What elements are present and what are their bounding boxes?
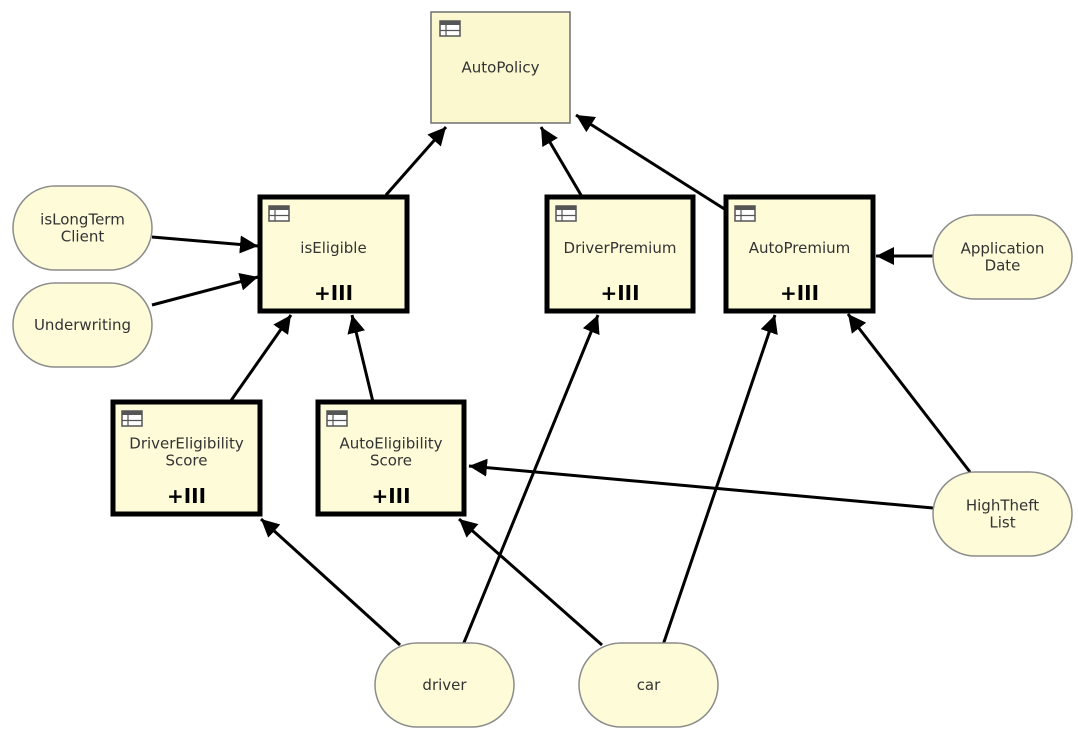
decision-table-icon — [268, 205, 290, 222]
decision-node-iseligible[interactable]: isEligible +III — [257, 194, 410, 314]
nodes-layer: AutoPolicy isEligible +III DriverPremium +II… — [12, 11, 1073, 728]
edge-iseligible-to-autopolicy[interactable] — [384, 126, 448, 196]
input-node-underwriting[interactable]: Underwriting — [12, 282, 153, 368]
node-label-line: List — [989, 514, 1015, 532]
edge-driver-to-drivereligibility[interactable] — [259, 517, 402, 647]
node-label-line: Client — [61, 228, 105, 246]
node-label-line: Score — [165, 452, 207, 470]
edge-autoeligibility-to-iseligible[interactable] — [347, 314, 375, 403]
expand-collapsed-icon[interactable]: +III — [167, 484, 206, 508]
edge-underwriting-to-iseligible[interactable] — [151, 272, 259, 307]
edge-car-to-autoeligibility[interactable] — [458, 517, 603, 647]
edge-driver-to-driverpremium[interactable] — [461, 314, 600, 646]
node-label-line: Underwriting — [34, 316, 131, 334]
decision-node-autopolicy[interactable]: AutoPolicy — [430, 11, 571, 124]
edge-islongterm-to-iseligible[interactable] — [151, 235, 259, 254]
decision-table-icon — [326, 410, 348, 427]
node-label-line: AutoPremium — [749, 239, 851, 257]
decision-table-icon — [734, 205, 756, 222]
node-label-line: HighTheft — [966, 497, 1039, 515]
edge-hightheft-to-autoeligibility[interactable] — [468, 458, 934, 510]
decision-table-icon — [121, 410, 143, 427]
node-label-line: car — [637, 676, 661, 694]
node-label-line: AutoEligibility — [339, 435, 442, 453]
edges-layer — [151, 113, 972, 647]
node-label-line: Score — [370, 452, 412, 470]
input-node-driver[interactable]: driver — [374, 642, 515, 728]
node-label-line: Date — [985, 257, 1021, 275]
node-label-line: DriverPremium — [564, 239, 677, 257]
input-shape — [932, 214, 1073, 300]
input-shape — [12, 282, 153, 368]
decision-node-driverpremium[interactable]: DriverPremium +III — [544, 194, 696, 314]
edge-car-to-autopremium[interactable] — [661, 314, 778, 646]
input-shape — [12, 185, 153, 271]
input-shape — [932, 471, 1073, 557]
decision-box — [430, 11, 571, 124]
node-label-line: AutoPolicy — [462, 59, 540, 77]
edge-driverpremium-to-autopolicy[interactable] — [539, 126, 583, 196]
expand-collapsed-icon[interactable]: +III — [314, 281, 353, 305]
decision-table-icon — [555, 205, 577, 222]
expand-collapsed-icon[interactable]: +III — [600, 281, 639, 305]
edge-autopremium-to-autopolicy[interactable] — [575, 113, 727, 212]
node-label-line: isEligible — [300, 239, 366, 257]
expand-collapsed-icon[interactable]: +III — [371, 484, 410, 508]
edge-drivereligibility-to-iseligible[interactable] — [228, 314, 293, 403]
node-label-line: driver — [422, 676, 467, 694]
edge-hightheft-to-autopremium[interactable] — [846, 313, 972, 473]
node-label-line: DriverEligibility — [129, 435, 244, 453]
node-label-line: isLongTerm — [40, 211, 125, 229]
expand-collapsed-icon[interactable]: +III — [780, 281, 819, 305]
decision-node-autopremium[interactable]: AutoPremium +III — [723, 194, 876, 314]
input-node-car[interactable]: car — [578, 642, 719, 728]
node-label-line: Application — [961, 240, 1045, 258]
input-shape — [374, 642, 515, 728]
input-shape — [578, 642, 719, 728]
decision-table-icon — [439, 20, 461, 37]
